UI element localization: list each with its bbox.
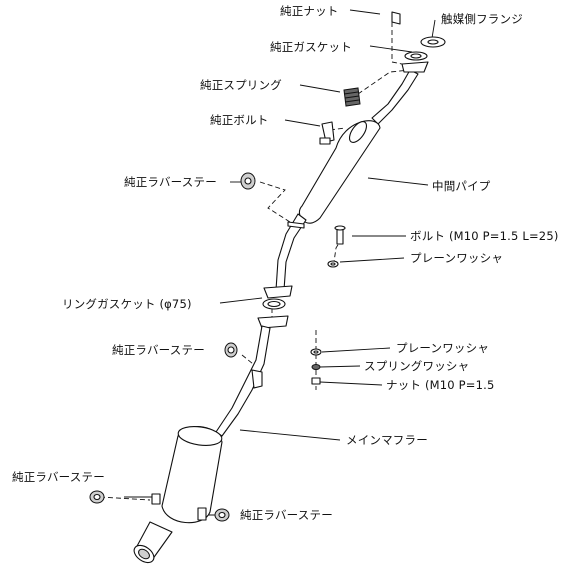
fasteners: [310, 225, 346, 385]
label-center-pipe: 中間パイプ: [432, 179, 491, 193]
label-spring-washer: スプリングワッシャ: [364, 359, 470, 373]
label-oem-rubber-stay-4: 純正ラバーステー: [240, 508, 333, 522]
label-oem-rubber-stay-2: 純正ラバーステー: [112, 343, 205, 357]
label-oem-rubber-stay-3: 純正ラバーステー: [12, 470, 105, 484]
label-catalyst-flange: 触媒側フランジ: [441, 12, 523, 26]
spring-and-bolt: [319, 87, 361, 145]
label-oem-nut: 純正ナット: [280, 4, 339, 18]
label-oem-rubber-stay-1: 純正ラバーステー: [124, 175, 217, 189]
label-nut-m10: ナット (M10 P=1.5: [386, 378, 495, 392]
leader-lines: [124, 9, 436, 516]
label-plain-washer-1: プレーンワッシャ: [410, 251, 504, 265]
label-main-muffler: メインマフラー: [346, 433, 428, 447]
main-muffler: [133, 325, 271, 564]
label-oem-spring: 純正スプリング: [200, 78, 282, 92]
center-pipe: [275, 69, 419, 291]
rubber-stays: [89, 172, 256, 522]
label-ring-gasket: リングガスケット (φ75): [62, 297, 192, 311]
label-oem-gasket: 純正ガスケット: [270, 40, 352, 54]
label-plain-washer-2: プレーンワッシャ: [396, 341, 490, 355]
label-oem-bolt: 純正ボルト: [210, 113, 269, 127]
catalyst-flange-group: [391, 11, 446, 73]
ring-gasket-group: [257, 285, 293, 329]
label-bolt-m10: ボルト (M10 P=1.5 L=25): [410, 229, 559, 243]
